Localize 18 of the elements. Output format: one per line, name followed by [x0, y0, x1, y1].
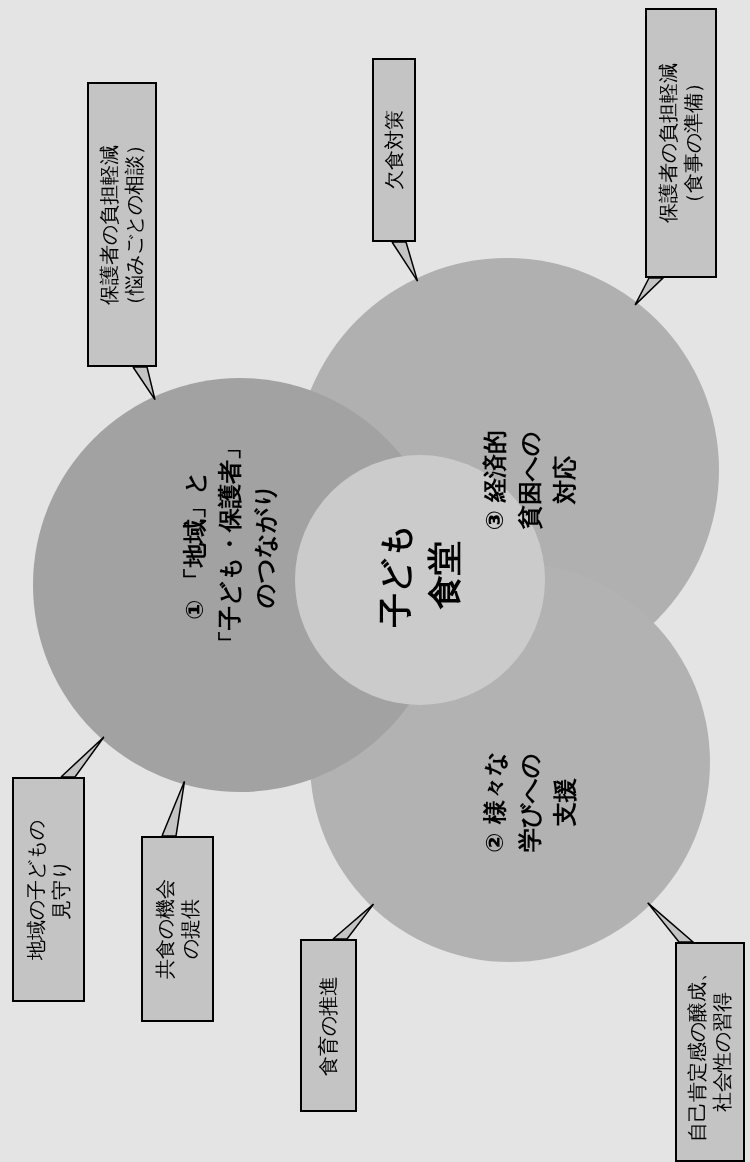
circle-label: ① 「地域」と「子ども・保護者」のつながり	[180, 435, 280, 656]
callout-box: 共食の機会の提供	[141, 836, 214, 1022]
callout-pointer	[391, 241, 419, 282]
callout-pointer	[647, 902, 695, 943]
center-title: 子ども食堂	[373, 522, 465, 629]
callout-pointer	[332, 903, 375, 940]
callout-pointer	[634, 277, 665, 306]
callout-box: 食育の推進	[300, 939, 357, 1112]
callout-box: 自己肯定感の醸成、社会性の習得	[675, 942, 745, 1162]
callout-box: 保護者の負担軽減（悩みごとの相談）	[87, 82, 157, 367]
callout-pointer	[132, 366, 156, 401]
circle-label: ② 様々な学びへの支援	[480, 750, 580, 855]
callout-pointer	[161, 780, 186, 837]
callout-box: 保護者の負担軽減（食事の準備）	[645, 8, 717, 278]
callout-box: 地域の子どもの見守り	[12, 777, 85, 1002]
center-circle	[295, 455, 545, 705]
callout-pointer	[60, 736, 105, 778]
circle-label: ③ 経済的貧困への対応	[480, 428, 580, 533]
